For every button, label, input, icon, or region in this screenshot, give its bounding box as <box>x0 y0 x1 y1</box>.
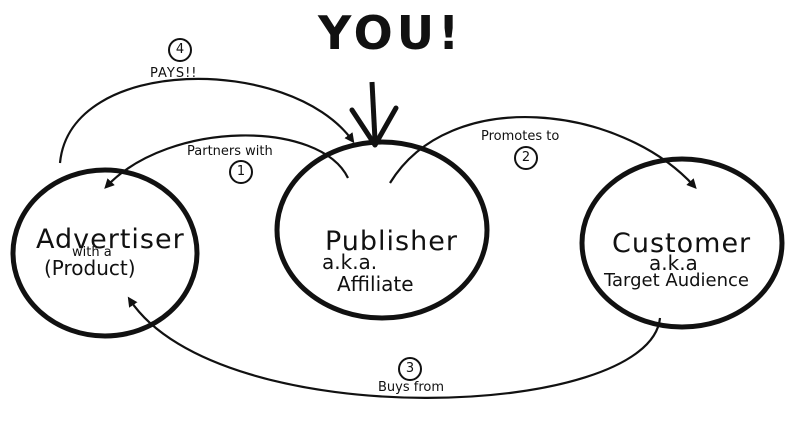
promotes-to-arrow <box>389 116 697 189</box>
buys-from-arrow <box>127 296 662 399</box>
step-1-number-badge: 1 <box>229 160 253 184</box>
step-4-label: PAYS!! <box>150 66 198 81</box>
step-1-label: Partners with <box>187 144 273 159</box>
step-4-number-badge: 4 <box>168 38 192 62</box>
pays-arrow <box>58 77 355 164</box>
step-2-label: Promotes to <box>481 129 560 144</box>
customer-circle <box>579 156 785 330</box>
customer-label: Customer <box>612 228 752 259</box>
advertiser-with-label: with a <box>72 245 112 260</box>
publisher-aka-label: a.k.a. <box>322 250 378 274</box>
customer-aka-label: a.k.a <box>649 251 698 275</box>
step-3-label: Buys from <box>378 380 445 395</box>
customer-alias-label: Target Audience <box>604 270 750 291</box>
advertiser-circle <box>10 167 200 339</box>
step-2-number-badge: 2 <box>514 146 538 170</box>
step-3-number-badge: 3 <box>398 357 422 381</box>
advertiser-label: Advertiser <box>36 224 185 255</box>
advertiser-product-label: (Product) <box>44 256 136 280</box>
publisher-circle <box>274 139 490 321</box>
publisher-label: Publisher <box>325 226 458 257</box>
you-title: YOU! <box>318 6 464 60</box>
partners-with-arrow <box>104 134 349 189</box>
you-arrow-head <box>349 105 399 148</box>
you-arrow <box>369 81 378 141</box>
publisher-alias-label: Affiliate <box>337 272 414 296</box>
